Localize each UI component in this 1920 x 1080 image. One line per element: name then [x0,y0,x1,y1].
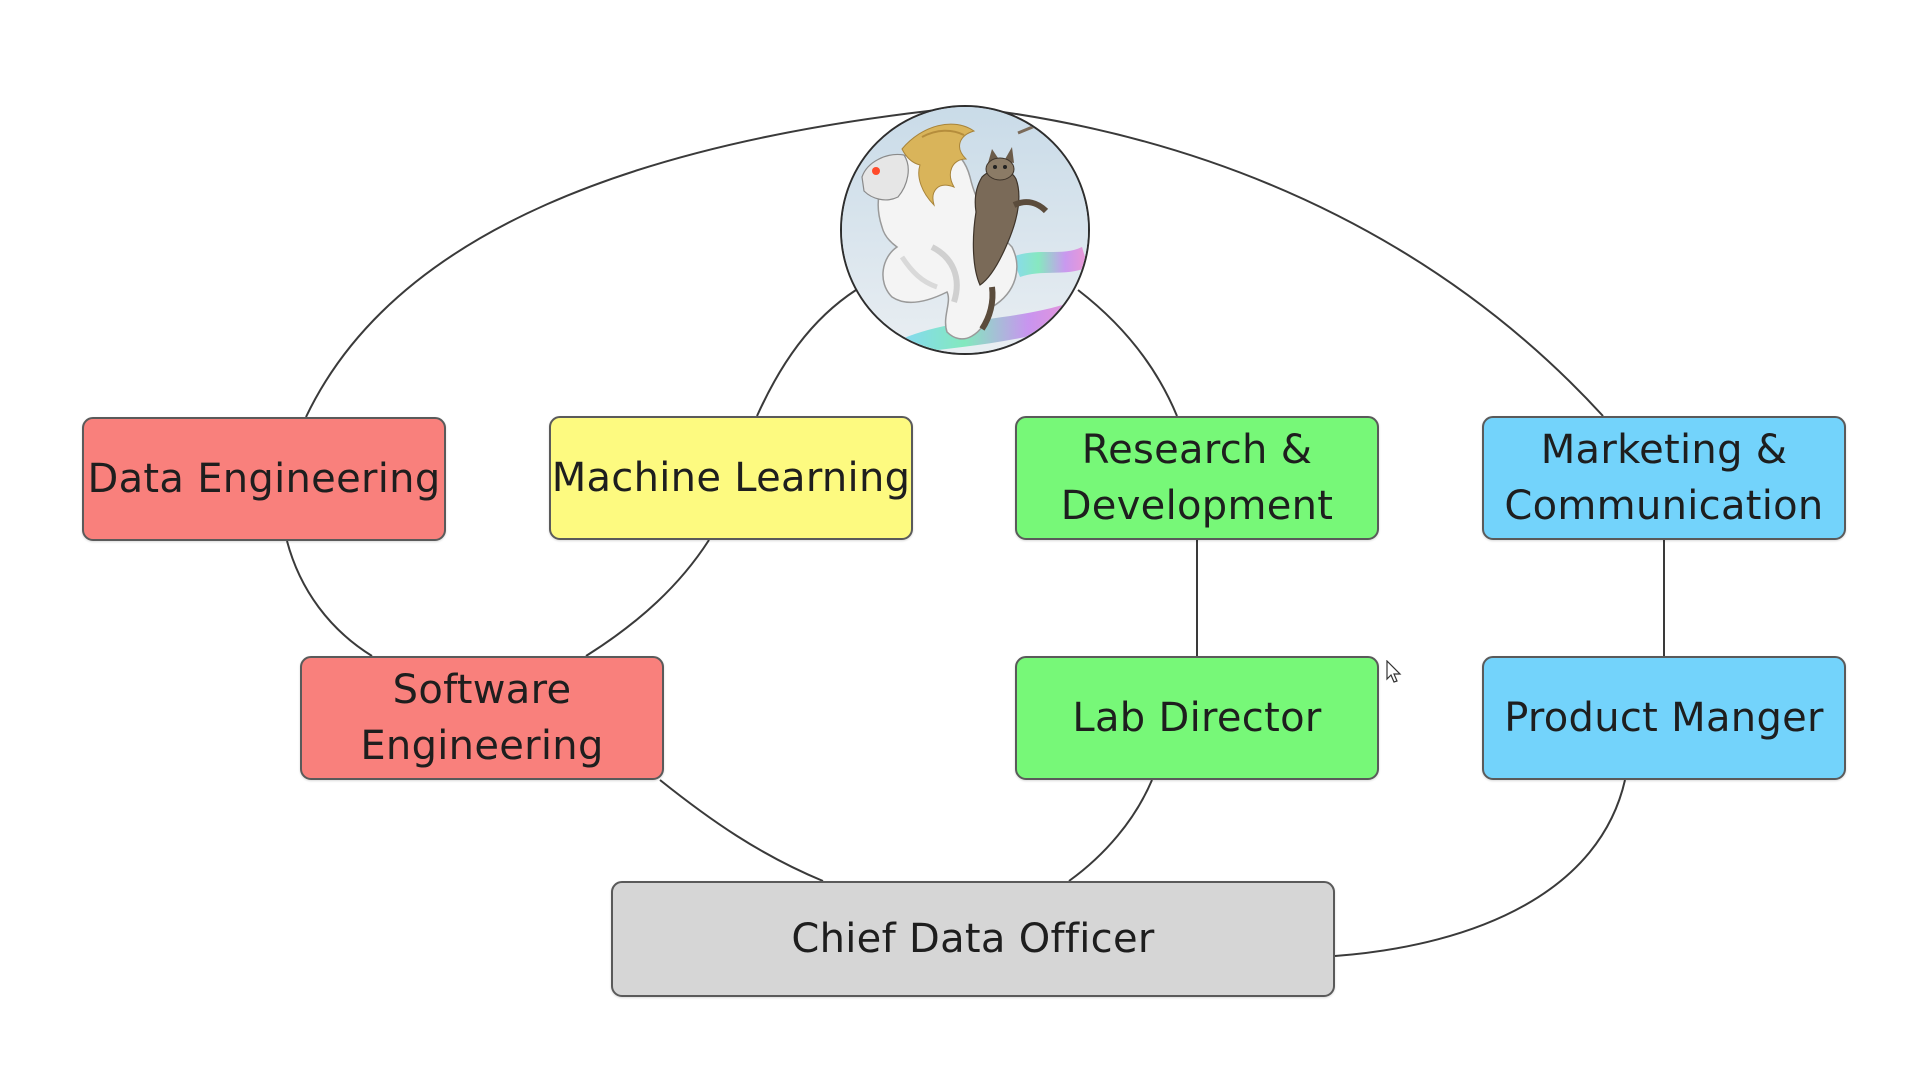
unicorn-cat-avatar-icon [842,107,1088,353]
edge-data-engineering-software [286,540,373,657]
node-product-manager[interactable]: Product Manger [1482,656,1846,780]
edge-avatar-machine-learning [756,289,857,417]
node-label: Chief Data Officer [791,916,1155,962]
edge-product-manager-cdo [1334,779,1626,957]
node-software-engineering[interactable]: Software Engineering [300,656,664,780]
edge-avatar-data-engineering [305,106,966,418]
node-label: Research & Development [1060,427,1334,529]
node-label: Machine Learning [551,455,911,501]
node-label: Software Engineering [360,667,604,769]
edge-avatar-marketing [964,106,1604,417]
edge-software-cdo [659,779,824,882]
edge-lab-director-cdo [1068,779,1153,882]
node-lab-director[interactable]: Lab Director [1015,656,1379,780]
node-label: Data Engineering [87,456,441,502]
mouse-pointer-icon [1386,660,1402,683]
edge-avatar-research [1077,289,1178,417]
avatar[interactable] [840,105,1090,355]
node-label: Product Manger [1504,695,1824,741]
node-data-engineering[interactable]: Data Engineering [82,417,446,541]
node-machine-learning[interactable]: Machine Learning [549,416,913,540]
node-label: Marketing & Communication [1504,427,1824,529]
node-label: Lab Director [1072,695,1322,741]
node-marketing-communication[interactable]: Marketing & Communication [1482,416,1846,540]
node-research-development[interactable]: Research & Development [1015,416,1379,540]
node-chief-data-officer[interactable]: Chief Data Officer [611,881,1335,997]
edge-machine-learning-software [585,539,710,657]
